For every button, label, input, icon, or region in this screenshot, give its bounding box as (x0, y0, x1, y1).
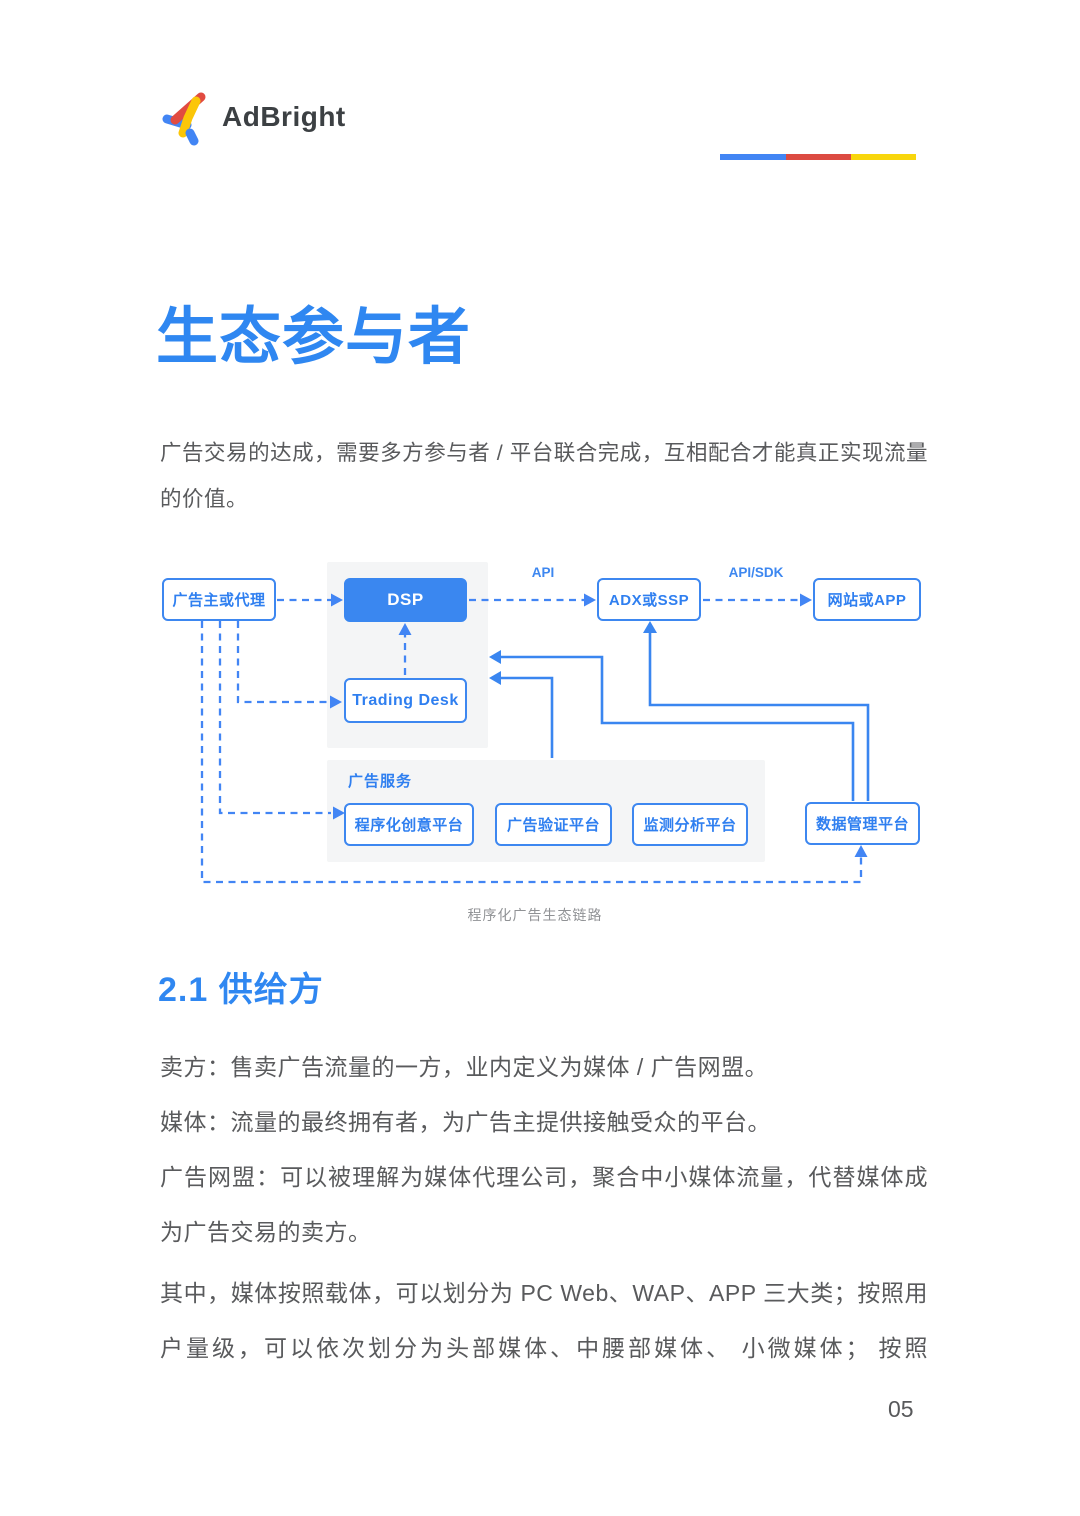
arrow-advertiser-to-dmp (200, 621, 863, 884)
node-site-app: 网站或APP (813, 578, 921, 621)
page-title: 生态参与者 (156, 303, 472, 372)
node-advertiser: 广告主或代理 (162, 578, 276, 621)
arrow-advertiser-to-tradingdesk (236, 621, 330, 704)
supply-side-definitions: 卖方：售卖广告流量的一方，业内定义为媒体 / 广告网盟。 媒体：流量的最终拥有者… (160, 1040, 928, 1260)
arrowhead (489, 650, 501, 664)
definition-ad-network: 广告网盟：可以被理解为媒体代理公司，聚合中小媒体流量，代替媒体成为广告交易的卖方… (160, 1164, 928, 1245)
ad-service-panel-label: 广告服务 (348, 773, 413, 790)
edge-label-api-sdk: API/SDK (728, 565, 784, 580)
definition-seller: 卖方：售卖广告流量的一方，业内定义为媒体 / 广告网盟。 (160, 1054, 769, 1080)
page-number: 05 (888, 1396, 914, 1422)
arrowhead (800, 593, 812, 607)
node-adx-ssp: ADX或SSP (597, 578, 701, 621)
media-classification-text: 其中，媒体按照载体，可以划分为 PC Web、WAP、APP 三大类；按照用户量… (160, 1280, 928, 1361)
node-trading-desk: Trading Desk (344, 678, 467, 723)
arrowhead (398, 623, 412, 635)
node-dsp: DSP (344, 578, 467, 622)
arrowhead (643, 621, 657, 633)
logo-wordmark: AdBright (222, 101, 346, 132)
accent-red-segment (786, 154, 851, 160)
arrowhead (489, 671, 501, 685)
node-creative-platform: 程序化创意平台 (344, 803, 474, 846)
edge-label-api: API (531, 565, 555, 580)
definition-media: 媒体：流量的最终拥有者，为广告主提供接触受众的平台。 (160, 1109, 771, 1135)
arrowhead (584, 593, 596, 607)
diagram-connectors (200, 593, 870, 884)
arrowhead (333, 806, 345, 820)
adbright-logo: AdBright (160, 88, 346, 146)
section-heading: 2.1 供给方 (158, 971, 324, 1009)
arrow-advertiser-to-creative (218, 621, 331, 815)
arrowhead (330, 695, 342, 709)
tricolor-accent-bar (720, 154, 916, 160)
node-verification-platform: 广告验证平台 (495, 803, 612, 846)
line-dmp-to-adx (648, 632, 870, 801)
arrowhead (854, 845, 868, 857)
node-monitoring-platform: 监测分析平台 (632, 803, 748, 846)
line-adservice-to-tradingdesk (501, 676, 554, 758)
arrowhead (331, 593, 343, 607)
adbright-logo-icon (162, 92, 206, 146)
node-dmp: 数据管理平台 (805, 802, 920, 845)
media-classification-paragraph: 其中，媒体按照载体，可以划分为 PC Web、WAP、APP 三大类；按照用户量… (160, 1266, 928, 1376)
intro-paragraph: 广告交易的达成，需要多方参与者 / 平台联合完成，互相配合才能真正实现流量的价值… (160, 441, 928, 511)
diagram-caption: 程序化广告生态链路 (467, 907, 603, 923)
accent-yellow-segment (851, 154, 916, 160)
accent-blue-segment (720, 154, 786, 160)
line-dmp-to-dsp (501, 655, 855, 801)
